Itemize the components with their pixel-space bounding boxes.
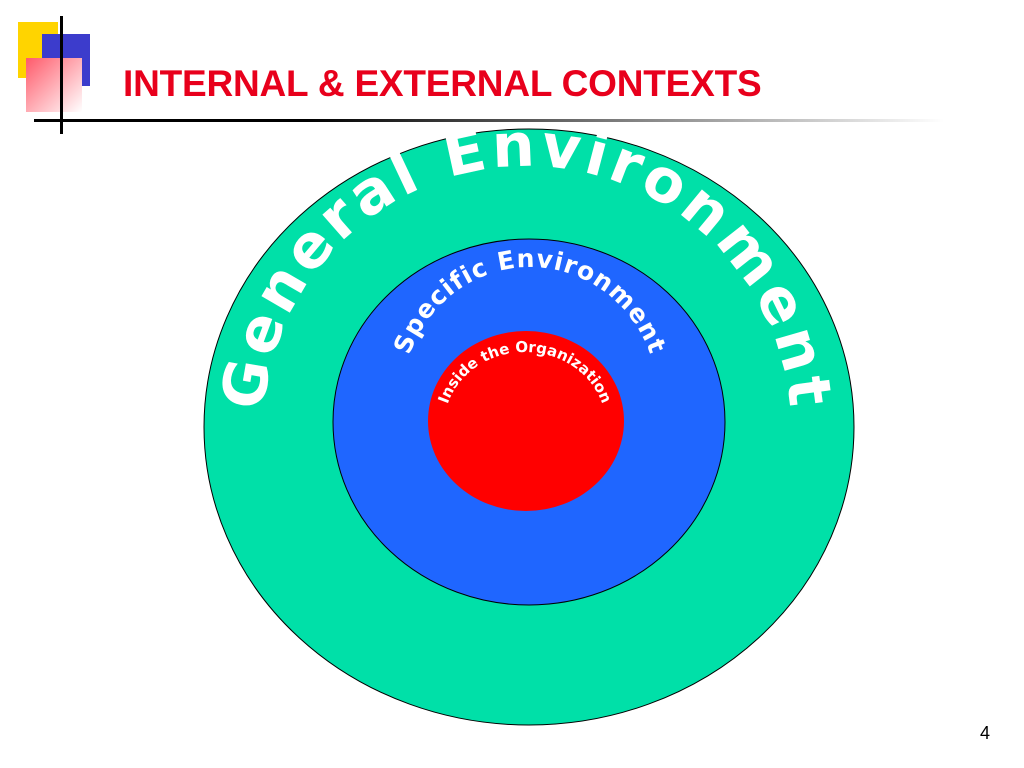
decor-horizontal-rule bbox=[34, 119, 944, 122]
slide-title: INTERNAL & EXTERNAL CONTEXTS bbox=[123, 63, 762, 104]
page-number: 4 bbox=[979, 723, 990, 743]
decor-vertical-line bbox=[60, 16, 63, 134]
decor-pink-square bbox=[26, 58, 82, 112]
organization-core-circle bbox=[428, 331, 624, 511]
